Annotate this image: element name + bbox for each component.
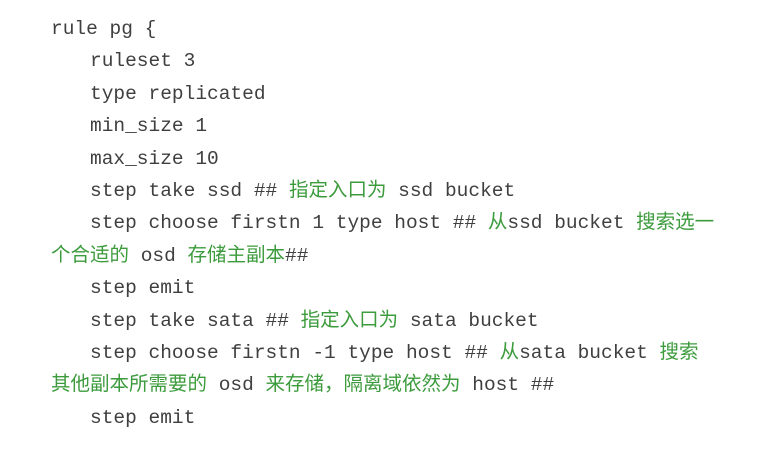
comment-segment: 搜索 — [659, 342, 699, 365]
code-line: step emit — [51, 402, 770, 434]
code-line: type replicated — [51, 78, 770, 110]
code-line: 个合适的 osd 存储主副本## — [51, 240, 770, 272]
code-segment: sata bucket — [398, 309, 539, 332]
code-segment: sata bucket — [519, 342, 660, 365]
code-segment: host ## — [460, 374, 555, 397]
code-segment: ruleset 3 — [90, 50, 196, 73]
comment-segment: 指定入口为 — [288, 180, 387, 203]
code-line: ruleset 3 — [51, 45, 770, 77]
code-segment: type replicated — [90, 82, 266, 105]
code-segment: rule pg { — [51, 18, 157, 40]
comment-segment: 来存储，隔离域依然为 — [265, 374, 461, 397]
comment-segment: 从 — [487, 212, 508, 235]
code-line: step choose firstn 1 type host ## 从ssd b… — [51, 207, 770, 239]
code-segment: step choose firstn -1 type host ## — [90, 342, 500, 365]
code-segment: step emit — [90, 277, 196, 300]
code-line: step choose firstn -1 type host ## 从sata… — [51, 337, 770, 369]
code-segment: step emit — [90, 406, 196, 429]
code-segment: osd — [207, 374, 266, 397]
code-line: step take ssd ## 指定入口为 ssd bucket — [51, 175, 770, 207]
code-segment: ssd bucket — [386, 180, 516, 203]
code-segment: step take ssd ## — [90, 180, 289, 203]
comment-segment: 个合适的 — [51, 244, 130, 267]
code-line: step emit — [51, 272, 770, 304]
comment-segment: 存储主副本 — [187, 244, 286, 267]
comment-segment: 指定入口为 — [300, 309, 399, 332]
code-line: step take sata ## 指定入口为 sata bucket — [51, 305, 770, 337]
code-segment: osd — [129, 244, 188, 267]
code-line: 其他副本所需要的 osd 来存储，隔离域依然为 host ## — [51, 369, 770, 401]
comment-segment: 其他副本所需要的 — [51, 374, 208, 397]
code-segment: max_size 10 — [90, 147, 219, 170]
code-segment: ssd bucket — [507, 212, 637, 235]
code-line: min_size 1 — [51, 110, 770, 142]
comment-segment: 搜索选一 — [636, 212, 715, 235]
code-line: max_size 10 — [51, 143, 770, 175]
code-block: rule pg { ruleset 3 type replicated min_siz… — [51, 13, 770, 434]
code-segment: min_size 1 — [90, 115, 208, 138]
code-segment: ## — [285, 244, 309, 267]
code-line: rule pg { — [51, 13, 770, 45]
code-segment: step take sata ## — [90, 309, 301, 332]
code-segment: step choose firstn 1 type host ## — [90, 212, 488, 235]
comment-segment: 从 — [499, 342, 520, 365]
